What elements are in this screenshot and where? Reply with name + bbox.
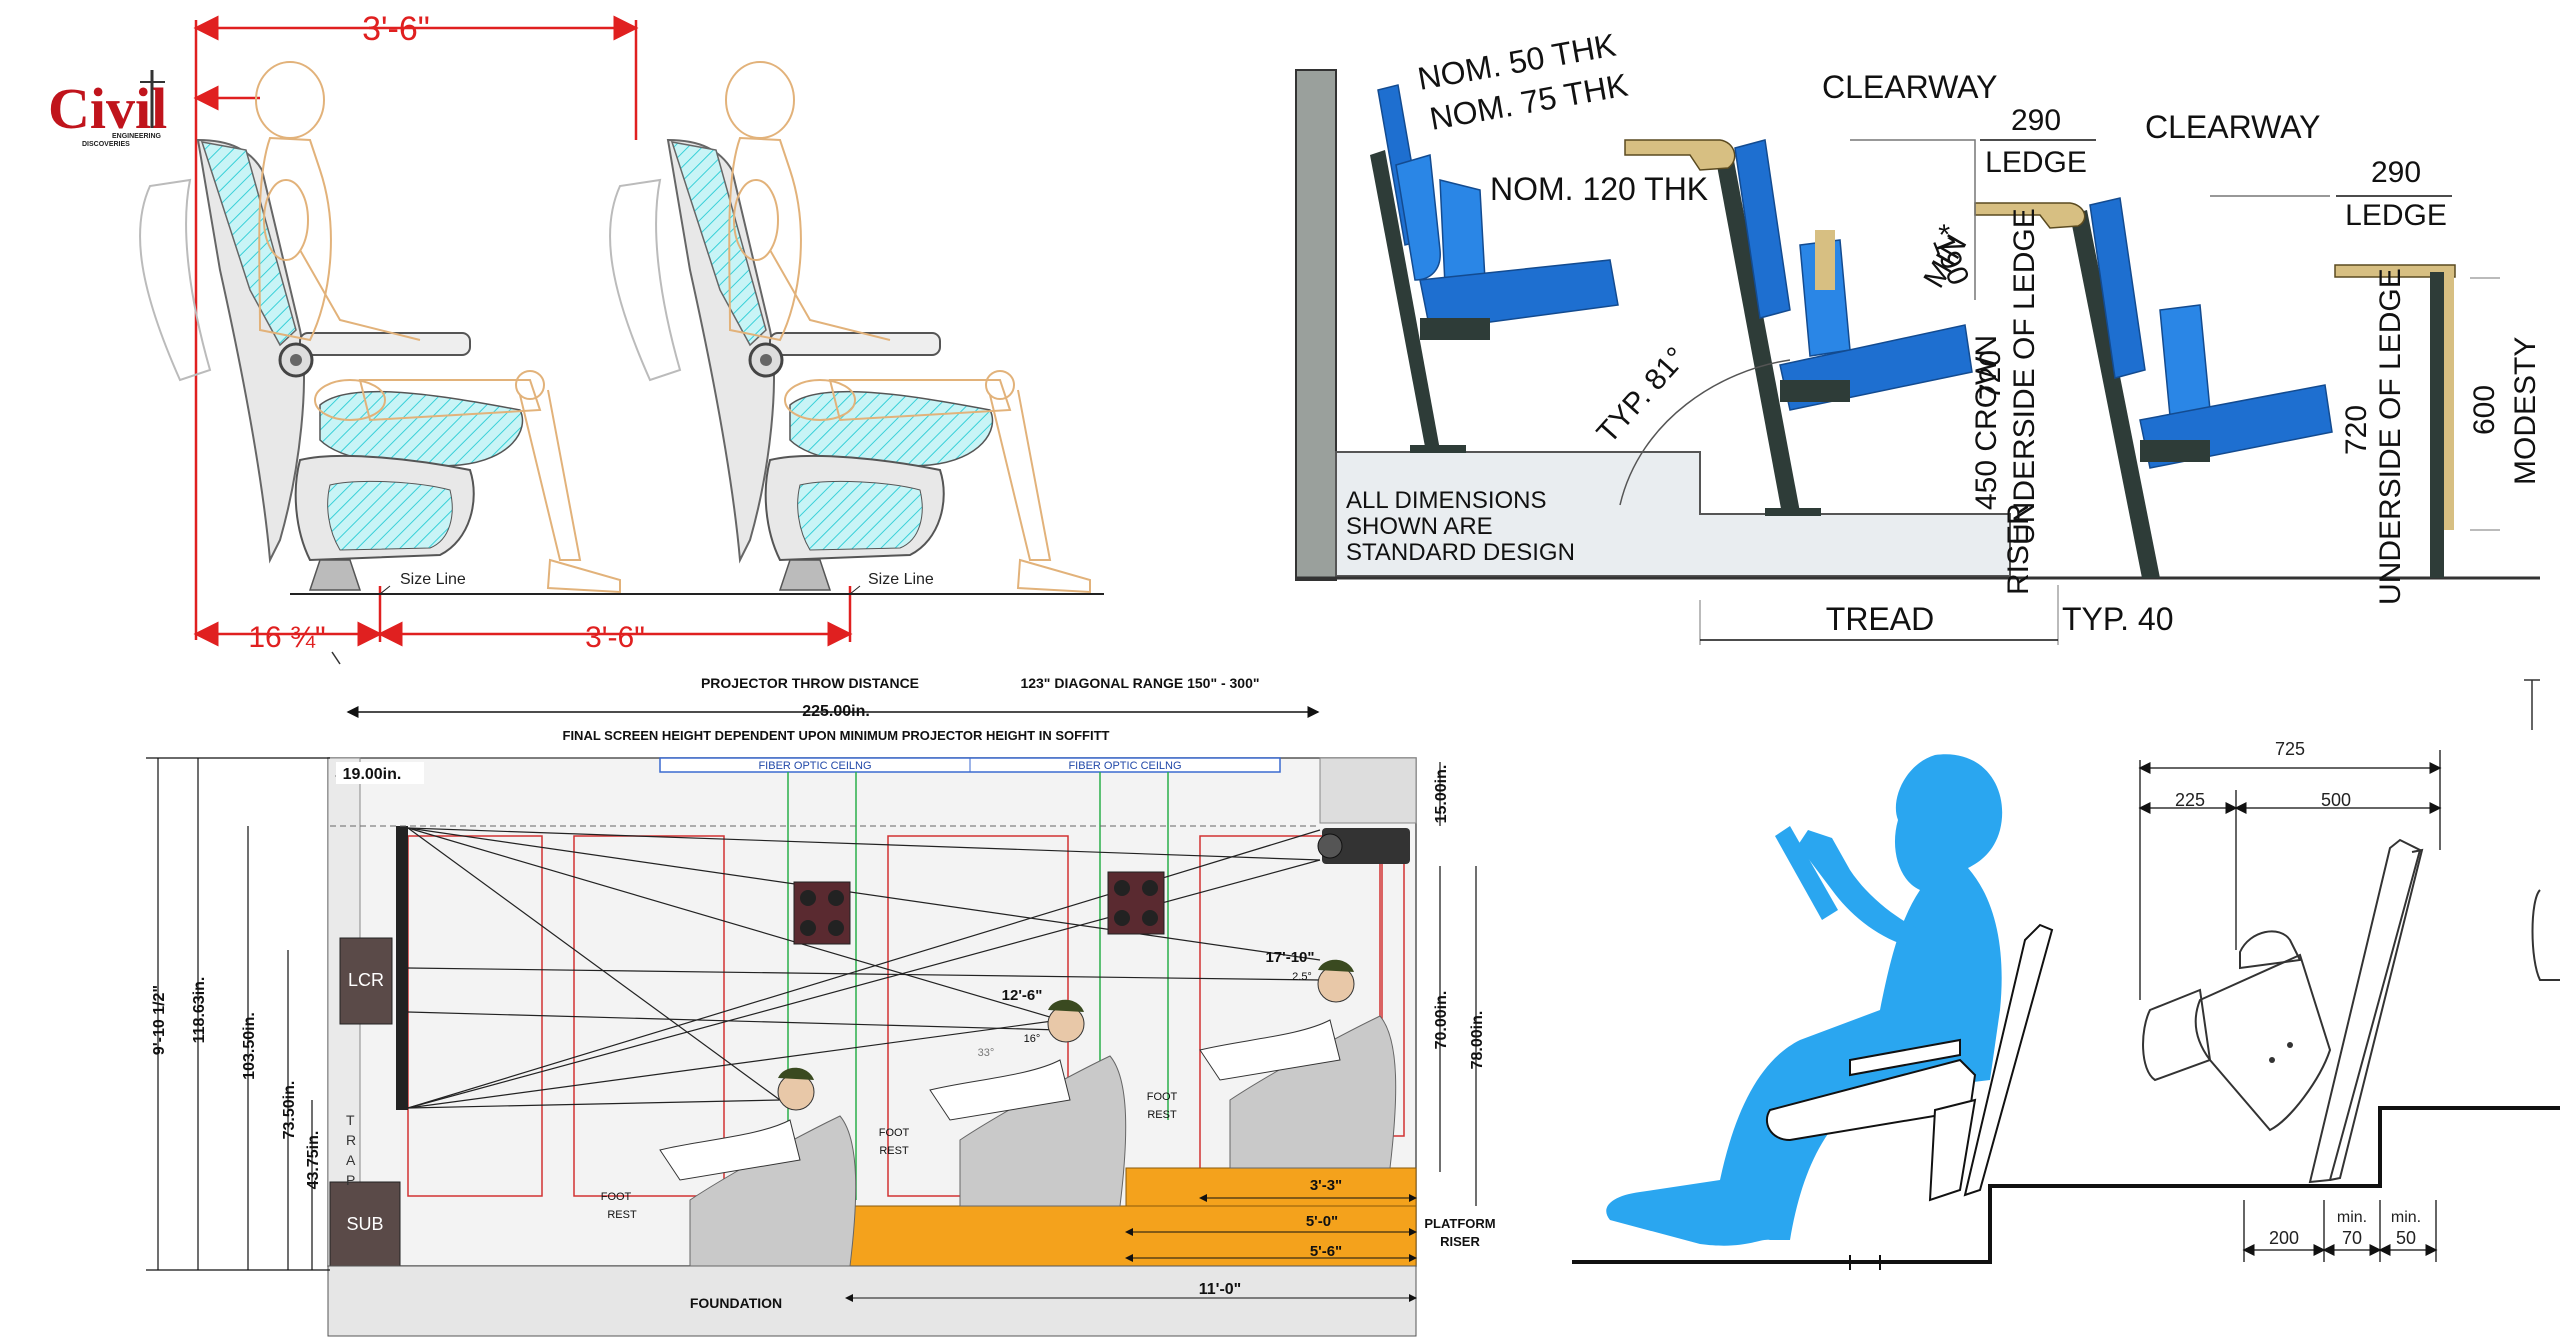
label-12-6: 12'-6": [1002, 987, 1043, 1004]
label-sub: SUB: [346, 1214, 383, 1234]
size-line-label-1: Size Line: [400, 571, 466, 588]
label-platform: PLATFORM: [1424, 1216, 1495, 1231]
label-720-b: 720: [2340, 405, 2373, 455]
section-note-2: SHOWN ARE: [1346, 513, 1493, 540]
label-73: 73.50in.: [281, 1081, 298, 1140]
label-typ81: TYP. 81°: [1591, 341, 1693, 450]
label-rest-2: REST: [879, 1145, 909, 1157]
label-final-screen: FINAL SCREEN HEIGHT DEPENDENT UPON MINIM…: [563, 728, 1110, 743]
theater-chairs: [659, 959, 1397, 1267]
label-5-6: 5'-6": [1310, 1243, 1342, 1260]
label-600: 600: [2468, 385, 2501, 435]
label-78: 78.00in.: [1469, 1011, 1486, 1070]
label-foundation: FOUNDATION: [690, 1295, 782, 1311]
label-70: 70.00in.: [1433, 991, 1450, 1050]
dim-seat-bottom-left: 16 ¾": [248, 621, 325, 654]
logo-line1: ENGINEERING: [112, 133, 162, 140]
label-2-5deg: 2.5°: [1292, 971, 1312, 983]
label-200: 200: [2269, 1228, 2299, 1248]
section-note-1: ALL DIMENSIONS: [1346, 487, 1547, 514]
label-103: 103.50in.: [241, 1012, 258, 1080]
label-tread: TREAD: [1826, 601, 1934, 637]
label-min-1: min.: [2337, 1209, 2367, 1226]
blue-seat-c: [1974, 197, 2333, 578]
logo: Civil ENGINEERING DISCOVERIES: [48, 70, 167, 148]
label-225: 225.00in.: [802, 703, 870, 720]
label-trap-t: T: [346, 1112, 355, 1128]
label-foot-1: FOOT: [601, 1191, 632, 1203]
label-modesty: MODESTY: [2509, 337, 2542, 485]
label-290-b: 290: [2371, 156, 2421, 189]
label-9-10: 9'-10 1/2": [151, 985, 168, 1055]
label-33deg: 33°: [978, 1047, 995, 1059]
panel-seat-spacing: 3'-6" 16 ¾" 3'-6" Size Line Size Line: [139, 10, 1104, 665]
label-fiber-2: FIBER OPTIC CEILNG: [1068, 760, 1181, 772]
size-line-label-2: Size Line: [868, 571, 934, 588]
label-trap-r: R: [346, 1132, 356, 1148]
label-rest-3: REST: [1147, 1109, 1177, 1121]
label-225-stair: 225: [2175, 790, 2205, 810]
label-118: 118.63in.: [191, 977, 208, 1044]
label-underside-1: UNDERSIDE OF LEDGE: [2008, 208, 2041, 545]
logo-line2: DISCOVERIES: [82, 141, 130, 148]
label-50: 50: [2396, 1228, 2416, 1248]
label-min-2: min.: [2391, 1209, 2421, 1226]
label-clearway-2: CLEARWAY: [2145, 109, 2320, 145]
label-5-0: 5'-0": [1306, 1213, 1338, 1230]
label-foot-2: FOOT: [879, 1127, 910, 1139]
label-ledge-1: LEDGE: [1985, 146, 2087, 179]
blue-seat-b: [1624, 139, 1973, 516]
label-290-a: 290: [2011, 104, 2061, 137]
label-trap-p: P: [346, 1172, 355, 1188]
label-rest-1: REST: [607, 1209, 637, 1221]
label-16deg: 16°: [1024, 1033, 1041, 1045]
label-lcr: LCR: [348, 970, 384, 990]
section-note-3: STANDARD DESIGN: [1346, 539, 1575, 566]
label-platform-riser: RISER: [1440, 1234, 1480, 1249]
label-70: 70: [2342, 1228, 2362, 1248]
dim-seat-bottom-right: 3'-6": [585, 621, 645, 654]
label-15: 15.00in.: [1433, 765, 1450, 824]
label-trap-a: A: [346, 1152, 356, 1168]
label-throw: PROJECTOR THROW DISTANCE: [701, 675, 919, 691]
logo-name: Civil: [48, 76, 167, 141]
seat-2: [609, 61, 1091, 594]
label-crown: 450 CROWN: [1970, 335, 2003, 510]
label-19: 19.00in.: [343, 766, 402, 783]
label-11-0: 11'-0": [1199, 1281, 1242, 1298]
panel-stair-seat: 725 225 500 200 min. 70 min. 50: [1572, 679, 2560, 1270]
label-typ40: TYP. 40: [2062, 601, 2173, 637]
blue-seat-a: [1370, 84, 1619, 453]
label-diagonal: 123" DIAGONAL RANGE 150" - 300": [1020, 675, 1259, 691]
label-underside-2: UNDERSIDE OF LEDGE: [2374, 268, 2407, 605]
person-silhouette: [1606, 754, 2003, 1246]
label-riser: RISER: [2002, 503, 2035, 595]
label-43: 43.75in.: [305, 1131, 322, 1190]
label-720-a: 720: [1974, 350, 2007, 400]
panel-riser-section: ALL DIMENSIONS SHOWN ARE STANDARD DESIGN: [1295, 27, 2542, 645]
dim-seat-pitch-top: 3'-6": [362, 10, 430, 48]
label-500: 500: [2321, 790, 2351, 810]
label-foot-3: FOOT: [1147, 1091, 1178, 1103]
label-clearway-1: CLEARWAY: [1822, 69, 1997, 105]
label-nom120: NOM. 120 THK: [1490, 171, 1708, 207]
label-17-10: 17'-10": [1265, 949, 1314, 966]
label-ledge-2: LEDGE: [2345, 199, 2447, 232]
panel-theater-section: PROJECTOR THROW DISTANCE 123" DIAGONAL R…: [146, 675, 1496, 1337]
seat-1: [139, 61, 621, 594]
label-3-3: 3'-3": [1310, 1177, 1342, 1194]
label-fiber-1: FIBER OPTIC CEILNG: [758, 760, 871, 772]
label-725: 725: [2275, 739, 2305, 759]
